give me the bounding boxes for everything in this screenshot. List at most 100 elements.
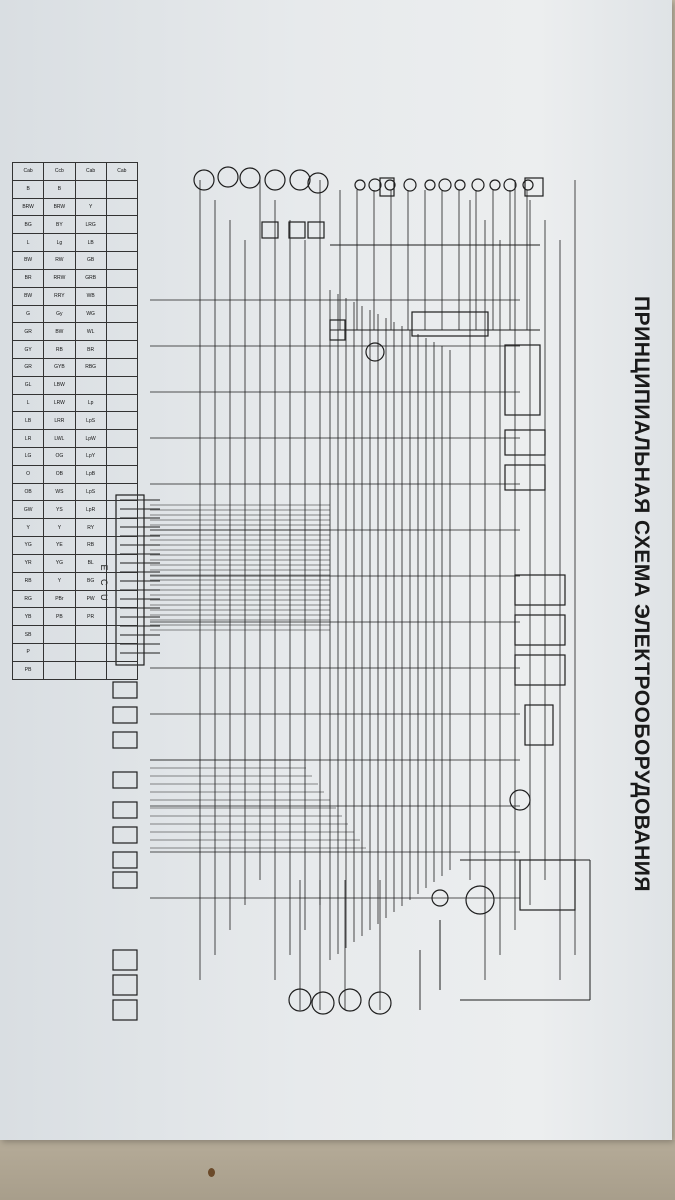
color-code-cell: [105, 286, 139, 306]
speedometer: [379, 177, 395, 197]
color-code-cell: GR: [11, 357, 45, 377]
sensor: [112, 706, 138, 724]
sensor: [112, 974, 138, 996]
color-code-cell: O: [11, 464, 45, 484]
fuse-box: [524, 704, 554, 746]
color-code-cell: LB: [11, 411, 45, 431]
color-code-cell: GW: [11, 500, 45, 520]
color-code-cell: LpY: [74, 447, 107, 466]
color-code-row: P: [11, 642, 139, 662]
color-code-cell: [105, 589, 139, 609]
color-code-cell: [105, 464, 139, 484]
lamp-bulb: [264, 169, 286, 191]
color-code-cell: Cab: [11, 162, 45, 181]
color-code-cell: LpR: [74, 500, 107, 520]
lamp-bulb: [311, 991, 335, 1015]
color-code-cell: Y: [43, 571, 76, 591]
color-code-cell: GY: [11, 340, 45, 359]
color-code-cell: [74, 642, 107, 662]
color-code-cell: RG: [11, 589, 45, 609]
switch-block: [504, 344, 541, 416]
color-code-cell: LRR: [43, 411, 76, 431]
color-code-cell: RRY: [43, 286, 76, 306]
color-code-cell: LRW: [43, 393, 76, 413]
color-code-cell: [105, 357, 139, 377]
color-code-cell: WB: [74, 286, 107, 306]
color-code-cell: [105, 304, 139, 324]
color-code-cell: YG: [43, 553, 76, 573]
color-code-cell: BR: [11, 268, 45, 288]
color-code-cell: BG: [74, 571, 107, 591]
color-code-cell: GRB: [74, 268, 107, 288]
starter-motor: [465, 885, 495, 915]
relay-block: [514, 614, 566, 646]
color-code-cell: Y: [11, 518, 45, 538]
color-code-cell: [105, 322, 139, 342]
color-code-cell: [105, 268, 139, 288]
lamp-bulb: [239, 167, 261, 189]
main-connector: [411, 311, 489, 337]
lamp-bulb: [338, 988, 362, 1012]
color-code-cell: Cab: [105, 162, 139, 181]
color-code-cell: RY: [74, 518, 107, 538]
color-code-cell: B: [43, 179, 76, 199]
color-code-cell: LpB: [74, 464, 107, 484]
color-code-cell: Cab: [74, 162, 107, 181]
color-code-cell: LpS: [74, 482, 107, 502]
color-code-cell: RB: [43, 340, 76, 359]
sensor: [112, 681, 138, 699]
color-code-cell: [105, 340, 139, 359]
color-code-cell: [105, 642, 139, 662]
color-code-cell: [105, 553, 139, 573]
ground-point: [431, 889, 449, 907]
color-code-cell: [105, 215, 139, 235]
color-code-cell: Y: [43, 518, 76, 538]
color-code-cell: [74, 625, 107, 644]
connector: [288, 221, 306, 239]
color-code-cell: LBW: [43, 375, 76, 395]
color-code-cell: BRW: [43, 197, 76, 217]
color-code-cell: WL: [74, 322, 107, 342]
tachometer: [524, 177, 544, 197]
color-code-cell: [105, 660, 139, 681]
color-code-cell: WS: [43, 482, 76, 502]
sensor: [112, 801, 138, 819]
horn: [365, 342, 385, 362]
color-code-cell: YB: [11, 607, 45, 627]
indicator-lamp: [471, 178, 485, 192]
color-code-cell: [105, 375, 139, 395]
color-code-cell: [105, 518, 139, 538]
rectifier: [509, 789, 531, 811]
color-code-cell: RBG: [74, 357, 107, 377]
color-code-cell: YS: [43, 500, 76, 520]
lamp-bulb: [368, 991, 392, 1015]
sensor: [112, 949, 138, 971]
color-code-cell: PR: [74, 607, 107, 627]
relay-block: [504, 464, 546, 491]
color-code-cell: BRW: [11, 197, 45, 217]
color-code-cell: Y: [74, 197, 107, 217]
sensor: [112, 871, 138, 889]
color-code-cell: [105, 482, 139, 502]
color-code-cell: RB: [11, 571, 45, 591]
color-code-cell: LWL: [43, 429, 76, 448]
color-code-cell: BW: [43, 322, 76, 342]
switch: [329, 319, 346, 341]
color-code-cell: Lg: [43, 233, 76, 253]
color-code-cell: PB: [11, 660, 45, 681]
color-code-cell: YR: [11, 553, 45, 573]
color-code-cell: [105, 393, 139, 413]
